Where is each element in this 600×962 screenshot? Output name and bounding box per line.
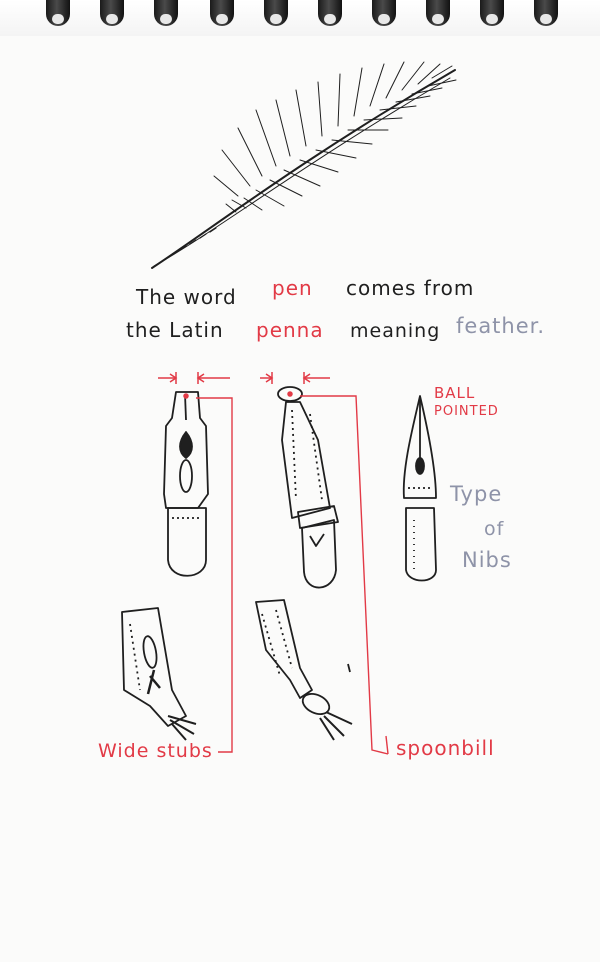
pointed-nib-icon bbox=[402, 395, 437, 582]
binding-ring bbox=[426, 0, 450, 26]
sentence-penna: penna bbox=[256, 318, 324, 342]
red-measure-marks bbox=[158, 372, 330, 399]
sentence-feather: feather. bbox=[456, 314, 546, 338]
binding-ring bbox=[46, 0, 70, 26]
red-leader-lines bbox=[196, 395, 389, 755]
sentence-comes-from: comes from bbox=[346, 276, 475, 300]
label-nibs: Nibs bbox=[462, 548, 512, 572]
sentence-the-word: The word bbox=[136, 285, 237, 309]
binding-ring bbox=[100, 0, 124, 26]
spiral-binding bbox=[0, 0, 600, 36]
sentence-the-latin: the Latin bbox=[126, 318, 224, 342]
label-of: of bbox=[484, 518, 505, 540]
wide-stub-nib-icon bbox=[121, 607, 197, 741]
label-wide-stubs: Wide stubs bbox=[98, 740, 213, 762]
sentence-pen: pen bbox=[272, 276, 313, 300]
label-spoonbill: spoonbill bbox=[396, 736, 495, 760]
label-type: Type bbox=[450, 482, 503, 506]
binding-ring bbox=[318, 0, 342, 26]
binding-ring bbox=[210, 0, 234, 26]
ball-nib-icon bbox=[277, 386, 339, 589]
feather-icon bbox=[151, 61, 457, 269]
sentence-meaning: meaning bbox=[350, 320, 441, 342]
binding-ring bbox=[264, 0, 288, 26]
spoonbill-nib-icon bbox=[255, 599, 353, 741]
label-ball: BALL bbox=[434, 384, 476, 402]
binding-ring bbox=[372, 0, 396, 26]
binding-ring bbox=[480, 0, 504, 26]
binding-ring bbox=[534, 0, 558, 26]
wide-stub-nib-icon bbox=[163, 391, 209, 577]
binding-ring bbox=[154, 0, 178, 26]
label-pointed: POINTED bbox=[434, 404, 499, 419]
